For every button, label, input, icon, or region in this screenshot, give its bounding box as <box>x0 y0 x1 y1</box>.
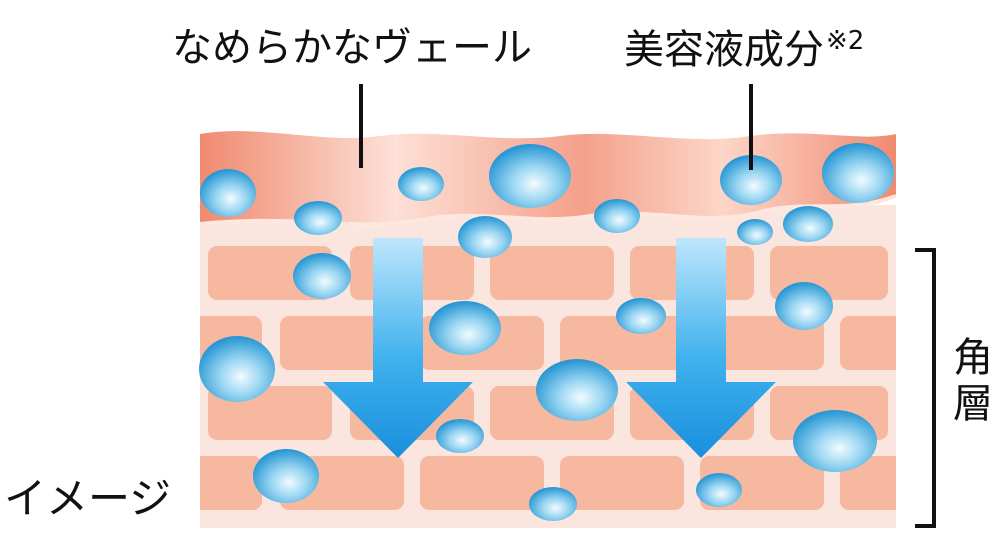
penetration-arrow-right <box>626 238 776 458</box>
stratum-char-1: 角 <box>953 335 993 381</box>
serum-label: 美容液成分※2 <box>624 28 864 70</box>
penetration-arrow-left <box>323 238 473 458</box>
serum-label-text: 美容液成分 <box>624 27 824 73</box>
image-note-label: イメージ <box>4 474 172 523</box>
stratum-corneum-label: 角 層 <box>950 335 996 427</box>
stratum-bracket <box>915 248 936 528</box>
stratum-char-2: 層 <box>953 381 993 427</box>
veil-edge <box>199 194 897 227</box>
serum-droplets <box>199 143 894 521</box>
veil-label: なめらかなヴェール <box>172 25 532 71</box>
serum-footnote: ※2 <box>826 26 865 56</box>
